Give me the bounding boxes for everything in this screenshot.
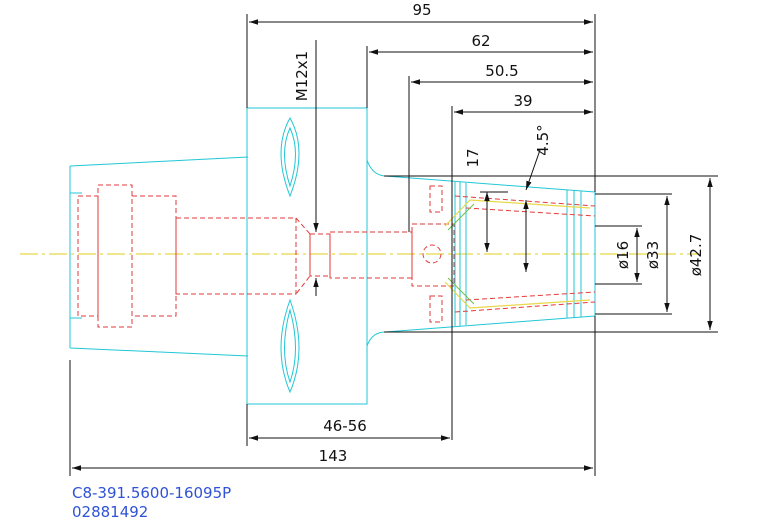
dim-39-label: 39	[513, 92, 532, 110]
thread-label: M12x1	[293, 51, 311, 101]
dim-143-label: 143	[319, 447, 348, 465]
dim-46-56-label: 46-56	[323, 417, 367, 435]
dimension-lines	[69, 14, 718, 476]
angle-label: 4.5°	[534, 124, 552, 155]
dim-62-label: 62	[471, 32, 490, 50]
part-code: C8-391.5600-16095P	[72, 484, 231, 502]
holder-outline	[69, 107, 596, 405]
dim-17-label: 17	[464, 148, 482, 167]
dim-50-5-label: 50.5	[485, 62, 518, 80]
part-number: 02881492	[72, 503, 148, 521]
dia-16-label: ø16	[614, 241, 632, 269]
dim-95-label: 95	[412, 1, 431, 19]
hidden-lines	[77, 184, 596, 328]
dia-33-label: ø33	[644, 241, 662, 269]
dia-42-7-label: ø42.7	[687, 234, 705, 277]
